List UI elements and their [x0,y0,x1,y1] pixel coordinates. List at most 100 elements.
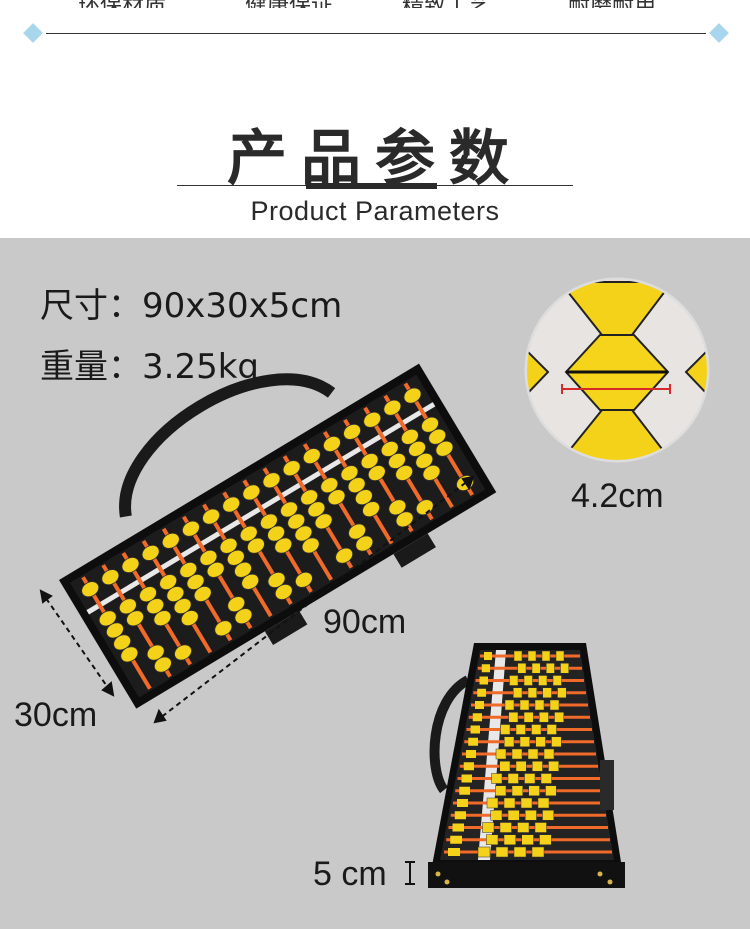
weight-spec: 重量：3.25kg [40,347,259,387]
abacus-bead [470,725,480,734]
abacus-bead [301,537,320,554]
abacus-bead [234,608,253,625]
feature-label: 环保材质 [78,0,166,8]
abacus-bead [519,736,530,747]
abacus-bead [247,537,265,554]
abacus-bead [395,464,414,481]
abacus-bead [513,846,527,858]
abacus-bead [503,834,516,845]
abacus-bead [495,785,507,796]
abacus-bead [523,675,533,686]
abacus-bead [454,811,466,820]
abacus-bead [274,537,293,554]
abacus-bead [554,712,564,723]
abacus-bead [182,520,200,537]
abacus-bead [153,656,172,673]
abacus-bead [457,799,468,807]
abacus-bead [546,724,557,735]
abacus-bead [524,773,536,784]
abacus-bead [539,712,549,723]
abacus-bead [507,773,519,784]
abacus-bead [508,712,519,723]
abacus-bead [435,440,454,457]
abacus-bead [507,810,520,821]
abacus-bead [548,761,559,772]
abacus-main [59,363,497,709]
abacus-bead [500,724,511,735]
abacus-bead [477,688,486,697]
abacus-bead [515,761,527,772]
section-title: 产品参数 [227,124,523,194]
abacus-bead [367,465,386,482]
abacus-bead [395,511,414,528]
abacus-bead [552,675,562,686]
abacus-bead [355,535,374,552]
abacus-bead [475,701,484,709]
abacus-bead [528,785,540,796]
abacus-bead [323,436,341,452]
abacus-bead [482,822,495,833]
abacus-bead [241,573,260,590]
abacus-bead [362,501,380,518]
abacus-bead [101,569,120,586]
abacus-bead [551,736,562,747]
abacus-bead [543,748,555,760]
abacus-bead [490,810,503,821]
abacus-side [405,643,625,888]
abacus-bead [511,785,523,796]
abacus-bead [534,822,547,833]
abacus-bead [363,411,382,428]
abacus-bead [448,848,460,856]
size-spec: 尺寸：90x30x5cm [40,286,343,326]
abacus-bead [504,699,515,711]
abacus-bead [532,761,543,772]
abacus-bead [527,687,537,698]
abacus-bead [527,748,539,760]
bead-diameter-label: 4.2cm [571,477,664,515]
bead-closeup [524,277,710,463]
abacus-bead [503,797,516,809]
handle [119,373,336,518]
width-label: 30cm [14,696,98,734]
abacus-bead [466,750,476,758]
abacus-bead [546,663,555,674]
abacus-bead [537,797,550,809]
abacus-bead [484,652,492,660]
abacus-bead [477,846,491,858]
abacus-bead [343,423,361,440]
title-underline-accent [306,183,437,189]
abacus-bead [560,663,569,674]
abacus-bead [121,557,140,574]
abacus-bead [126,610,144,627]
abacus-bead [335,547,354,564]
abacus-bead [242,484,261,501]
abacus-bead [557,687,567,698]
abacus-bead [222,496,241,513]
abacus-bead [549,699,560,711]
abacus-bead [534,699,545,711]
feature-strip: 环保材质 健康保证 精致工艺 耐磨耐用 [0,0,750,8]
abacus-bead [481,664,490,673]
abacus-bead [499,822,512,833]
abacus-bead [282,460,301,477]
abacus-bead [504,736,515,747]
abacus-bead [314,513,333,530]
abacus-bead [403,387,422,404]
feature-label: 健康保证 [245,0,333,8]
abacus-bead [161,532,180,549]
divider-line [46,33,706,34]
abacus-bead [459,786,470,795]
abacus-bead [517,663,527,674]
abacus-bead [327,489,346,506]
abacus-bead [214,620,233,637]
abacus-bead [468,737,478,746]
abacus-bead [472,713,482,722]
abacus-bead [531,724,542,735]
abacus-bead [513,687,523,698]
abacus-bead [294,571,313,588]
abacus-bead [153,610,172,627]
abacus-bead [422,464,441,481]
dimension-lines [39,475,475,724]
abacus-bead [541,650,551,662]
